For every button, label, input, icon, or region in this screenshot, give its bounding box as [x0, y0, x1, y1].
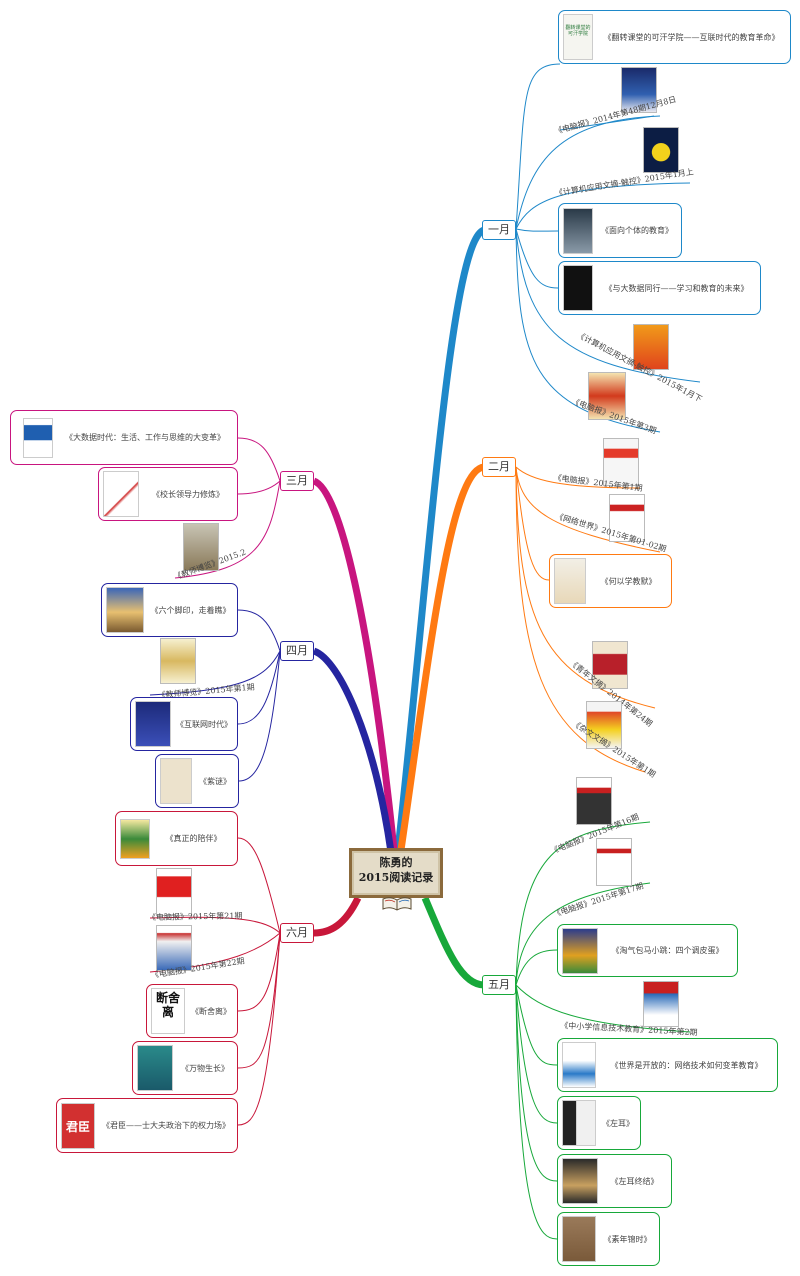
book-title: 《六个脚印，走着瞧》: [150, 605, 231, 615]
book-cover: [554, 558, 586, 604]
book-cover: [562, 1100, 596, 1146]
magazine-cover-jan-1: [621, 67, 657, 113]
book-title: 《世界是开放的：网络技术如何变革教育》: [610, 1060, 763, 1070]
book-title: 《素年锦时》: [603, 1234, 652, 1244]
open-book-icon: [382, 897, 412, 911]
branch-jan-trunk: [394, 226, 486, 851]
book-title: 《淘气包马小跳：四个调皮蛋》: [611, 946, 724, 955]
month-node-feb[interactable]: 二月: [482, 457, 516, 477]
branch-mar-leaves: [174, 437, 281, 579]
book-cover: [106, 587, 144, 633]
book-node-jun-1[interactable]: 《真正的陪伴》: [115, 811, 238, 866]
book-node-jan-2[interactable]: 《面向个体的教育》: [558, 203, 682, 258]
book-node-apr-2[interactable]: 《互联网时代》: [130, 697, 238, 751]
branch-feb-trunk: [397, 463, 486, 851]
book-cover: [562, 1216, 596, 1262]
book-node-may-1[interactable]: 《淘气包马小跳：四个调皮蛋》: [557, 924, 738, 977]
magazine-cover-apr-1: [160, 638, 196, 684]
book-title: 《校长领导力修炼》: [152, 489, 224, 499]
book-cover: [563, 265, 593, 311]
book-cover: [23, 417, 53, 458]
book-node-mar-2[interactable]: 《校长领导力修炼》: [98, 467, 238, 521]
magazine-cover-feb-1: [603, 438, 639, 486]
month-node-jun[interactable]: 六月: [280, 923, 314, 943]
month-node-jan[interactable]: 一月: [482, 220, 516, 240]
book-cover: [562, 1042, 596, 1088]
book-title: 《真正的陪伴》: [165, 834, 222, 843]
magazine-cover-may-2: [596, 838, 632, 886]
book-cover: [103, 471, 139, 517]
magazine-cover-jan-3: [633, 324, 669, 370]
book-cover: 翻转课堂的可汗学院: [563, 14, 593, 60]
month-node-mar[interactable]: 三月: [280, 471, 314, 491]
magazine-cover-may-1: [576, 777, 612, 825]
book-node-may-4[interactable]: 《左耳终结》: [557, 1154, 672, 1208]
book-title: 《紫谜》: [199, 776, 231, 786]
book-node-may-2[interactable]: 《世界是开放的：网络技术如何变革教育》: [557, 1038, 778, 1092]
branch-feb-leaves: [515, 466, 661, 773]
magazine-cover-jun-1: [156, 868, 192, 916]
book-title: 《君臣——士大夫政治下的权力场》: [102, 1121, 230, 1130]
magazine-caption: 《电脑报》2015年第21期: [147, 911, 243, 923]
book-cover: [137, 1045, 173, 1091]
book-node-jun-3[interactable]: 《万物生长》: [132, 1041, 238, 1095]
book-node-jun-4[interactable]: 君臣 《君臣——士大夫政治下的权力场》: [56, 1098, 238, 1153]
book-title: 《左耳》: [602, 1118, 634, 1128]
book-title: 《与大数据同行——学习和教育的未来》: [604, 283, 749, 293]
magazine-cover-may-3: [643, 981, 679, 1027]
book-node-jan-1[interactable]: 翻转课堂的可汗学院 《翻转课堂的可汗学院——互联时代的教育革命》: [558, 10, 791, 64]
book-node-mar-1[interactable]: 《大数据时代：生活、工作与思维的大变革》: [10, 410, 238, 465]
book-cover: [160, 758, 192, 804]
book-title: 《何以学教默》: [600, 576, 657, 586]
book-node-jun-2[interactable]: 断舍离 《断舍离》: [146, 984, 238, 1038]
book-cover: [562, 1158, 598, 1204]
book-title: 《万物生长》: [181, 1063, 229, 1073]
magazine-cover-jun-2: [156, 925, 192, 971]
book-title: 《互联网时代》: [176, 719, 232, 729]
book-node-may-3[interactable]: 《左耳》: [557, 1096, 641, 1150]
magazine-cover-feb-4: [586, 701, 622, 749]
book-cover: [120, 818, 150, 859]
branch-apr-leaves: [149, 609, 281, 782]
magazine-cover-mar-1: [183, 523, 219, 571]
central-topic[interactable]: 陈勇的 2015阅读记录: [349, 848, 443, 898]
central-topic-line1: 陈勇的: [379, 856, 413, 869]
branch-may-leaves: [515, 821, 691, 1240]
book-title: 《左耳终结》: [610, 1176, 659, 1186]
book-cover: [563, 207, 593, 254]
magazine-cover-feb-3: [592, 641, 628, 689]
book-title: 《断舍离》: [191, 1006, 231, 1016]
book-title: 《翻转课堂的可汗学院——互联时代的教育革命》: [603, 32, 780, 42]
branch-jan-leaves: [515, 63, 701, 433]
branch-mar-trunk: [312, 477, 398, 851]
magazine-cover-jan-2: [643, 127, 679, 173]
month-node-may[interactable]: 五月: [482, 975, 516, 995]
book-node-feb-1[interactable]: 《何以学教默》: [549, 554, 672, 608]
book-title: 《面向个体的教育》: [601, 226, 673, 235]
month-node-apr[interactable]: 四月: [280, 641, 314, 661]
book-cover: 君臣: [61, 1102, 95, 1149]
branch-jun-trunk: [313, 896, 362, 937]
book-node-jan-3[interactable]: 《与大数据同行——学习和教育的未来》: [558, 261, 761, 315]
magazine-cover-jan-4: [588, 372, 626, 420]
book-title: 《大数据时代：生活、工作与思维的大变革》: [65, 433, 225, 442]
branch-apr-trunk: [312, 647, 395, 853]
book-cover: 断舍离: [151, 988, 185, 1034]
central-topic-line2: 2015阅读记录: [358, 871, 434, 884]
book-node-apr-1[interactable]: 《六个脚印，走着瞧》: [101, 583, 238, 637]
branch-may-trunk: [421, 896, 485, 989]
magazine-cover-feb-2: [609, 494, 645, 542]
book-node-apr-3[interactable]: 《紫谜》: [155, 754, 239, 808]
book-cover: [562, 927, 598, 974]
book-cover: [135, 701, 171, 747]
book-node-may-5[interactable]: 《素年锦时》: [557, 1212, 660, 1266]
